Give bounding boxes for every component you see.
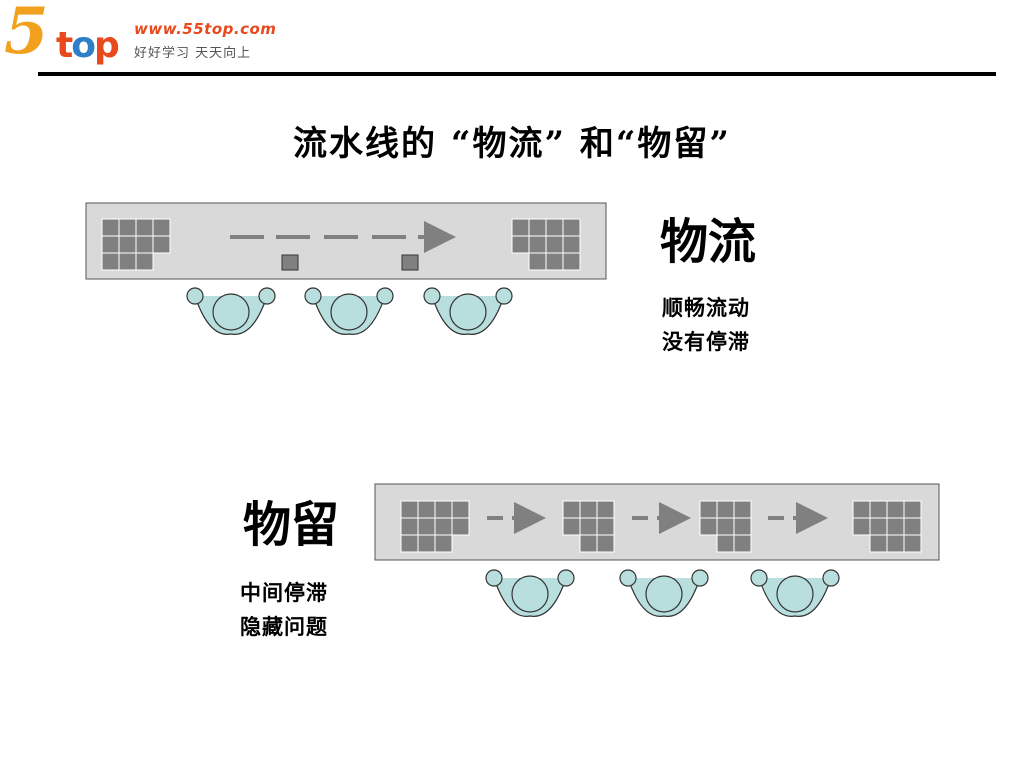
retention-desc-line2: 隐藏问题 (240, 614, 328, 639)
flow-worker-1 (186, 287, 276, 335)
retention-input-stack (400, 500, 470, 553)
retention-buffer-1 (562, 500, 615, 553)
flow-desc-line2: 没有停滞 (662, 329, 750, 354)
logo-letter-t: t (56, 25, 73, 66)
retention-worker-1 (485, 569, 575, 617)
logo-letter-o: o (71, 25, 96, 66)
page-title: 流水线的 “物流” 和“物留” (293, 124, 731, 164)
flow-item-1 (281, 254, 299, 271)
logo-letter-p: p (93, 25, 120, 66)
flow-output-stack (511, 218, 581, 271)
flow-worker-2 (304, 287, 394, 335)
logo-slogan: 好好学习 天天向上 (134, 46, 252, 61)
flow-desc-line1: 顺畅流动 (662, 295, 750, 320)
retention-label: 物留 (243, 497, 340, 553)
retention-buffer-2 (699, 500, 752, 553)
flow-item-2 (401, 254, 419, 271)
flow-label: 物流 (660, 214, 757, 270)
logo-top: top (56, 25, 120, 66)
retention-desc-line1: 中间停滞 (240, 580, 328, 605)
retention-output-stack (852, 500, 922, 553)
logo-url[interactable]: www.55top.com (134, 20, 277, 38)
flow-worker-3 (423, 287, 513, 335)
logo-five: 5 (4, 0, 49, 69)
header-rule (38, 72, 996, 76)
flow-input-stack (101, 218, 171, 271)
retention-worker-2 (619, 569, 709, 617)
retention-worker-3 (750, 569, 840, 617)
